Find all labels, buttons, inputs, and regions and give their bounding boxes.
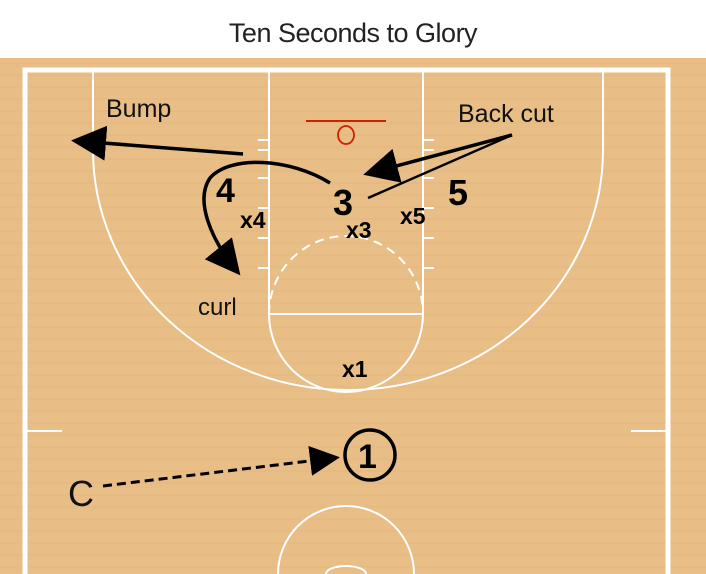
center-circle-inner	[325, 565, 367, 574]
free-throw-lane	[268, 69, 424, 315]
curl-label: curl	[198, 294, 237, 321]
player-1-circle	[343, 428, 397, 482]
defender-x3: x3	[346, 217, 372, 243]
lane-hash-marks	[258, 139, 434, 269]
back-cut-line-3	[367, 133, 513, 200]
center-circle	[277, 505, 415, 574]
court-floor	[0, 58, 706, 574]
curl-path	[202, 160, 331, 276]
free-throw-circle-top	[268, 235, 424, 315]
coach: C	[68, 473, 94, 514]
defender-x5: x5	[400, 203, 426, 229]
free-throw-circle-bottom	[268, 313, 424, 393]
rim	[337, 125, 355, 145]
offense-player-5: 5	[448, 172, 468, 213]
pass-line	[102, 445, 340, 488]
back-cut-arrow-5	[363, 133, 513, 183]
back-cut-label: Back cut	[458, 100, 554, 128]
offense-player-4: 4	[216, 172, 235, 210]
bump-arrow	[71, 125, 244, 161]
diagram-title: Ten Seconds to Glory	[228, 18, 478, 48]
bump-label: Bump	[106, 95, 171, 123]
defender-x4: x4	[240, 207, 266, 233]
offense-player-1: 1	[358, 438, 377, 476]
three-point-line	[92, 70, 604, 391]
defender-x1: x1	[342, 356, 368, 382]
offense-player-3: 3	[333, 182, 353, 223]
